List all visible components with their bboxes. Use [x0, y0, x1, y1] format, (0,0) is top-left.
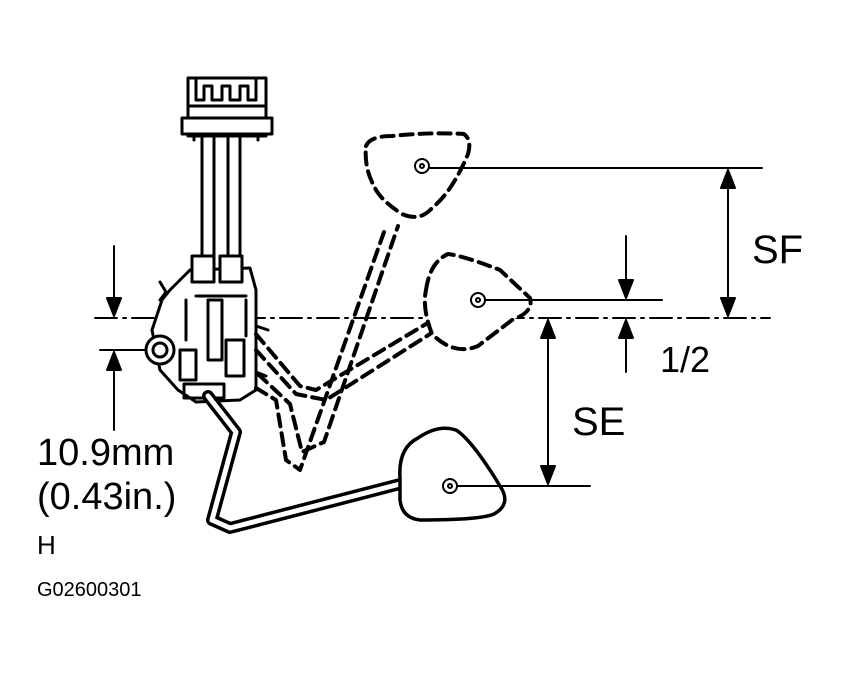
float-empty-position — [398, 426, 507, 522]
wire-harness — [200, 136, 242, 262]
h-dimension-arrow — [106, 245, 122, 431]
sender-body — [150, 254, 270, 404]
dimension-in-label: (0.43in.) — [37, 476, 177, 518]
se-label: SE — [572, 400, 626, 444]
pivot-icon — [144, 334, 176, 366]
figure-code: G02600301 — [37, 579, 142, 601]
float-half-position — [254, 252, 533, 402]
float-full-pivot-pin-icon — [414, 158, 430, 174]
sf-dimension-arrow — [720, 169, 736, 317]
float-full-position — [254, 131, 472, 472]
h-label: H — [37, 530, 56, 560]
half-label: 1/2 — [660, 339, 711, 380]
sf-label: SF — [752, 228, 804, 272]
dimension-mm-label: 10.9mm — [37, 432, 175, 474]
electrical-connector — [180, 76, 274, 142]
se-dimension-arrow — [540, 319, 556, 485]
half-dimension-arrow — [618, 235, 634, 373]
extension-lines — [99, 167, 763, 487]
